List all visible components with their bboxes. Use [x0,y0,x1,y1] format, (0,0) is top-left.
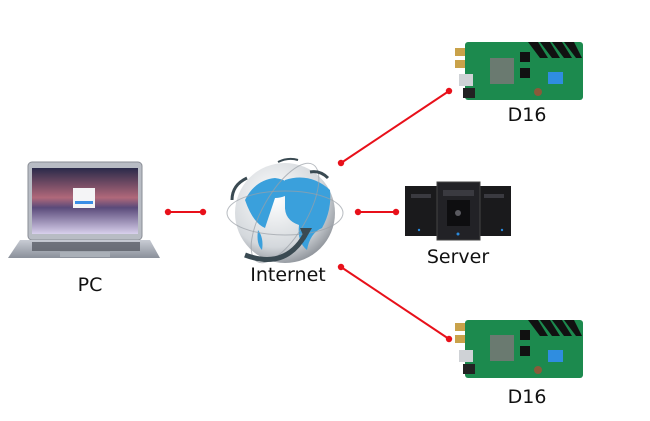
laptop-icon [8,161,160,258]
server-icon [405,181,511,241]
globe-icon [226,157,344,264]
server-label: Server [426,246,490,268]
d16-bottom-label: D16 [507,386,547,408]
link-internet-d16-top [337,87,453,167]
d16-board-top-icon [455,42,583,100]
link-internet-d16-bottom [337,263,453,343]
d16-top-label: D16 [507,104,547,126]
link-internet-server [354,208,400,216]
link-pc-internet [164,208,207,216]
internet-label: Internet [250,264,326,286]
pc-label: PC [77,274,103,296]
d16-board-bottom-icon [455,320,583,378]
